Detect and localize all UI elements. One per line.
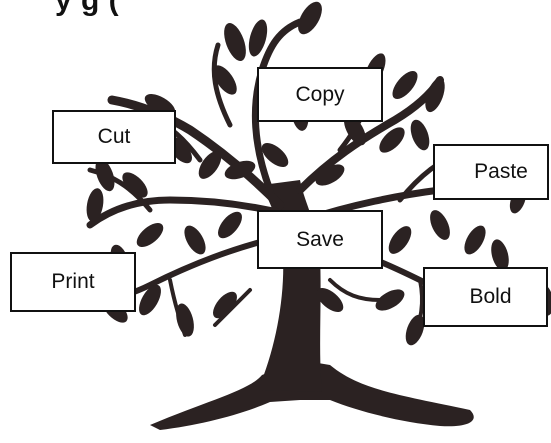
copy-label-box: Copy <box>257 67 383 122</box>
save-label: Save <box>296 227 344 251</box>
tree-roots <box>150 360 474 430</box>
print-label-box: Print <box>10 252 136 312</box>
bold-label-box: Bold <box>423 267 548 327</box>
cut-label-box: Cut <box>52 110 176 164</box>
bold-label: Bold <box>469 285 512 308</box>
copy-label: Copy <box>295 82 345 106</box>
cropped-title: y g ( <box>55 0 120 17</box>
paste-label: Paste <box>474 160 528 183</box>
cut-label: Cut <box>97 125 131 148</box>
paste-label-box: Paste <box>433 144 549 200</box>
print-label: Print <box>51 270 95 293</box>
save-label-box: Save <box>257 210 383 269</box>
